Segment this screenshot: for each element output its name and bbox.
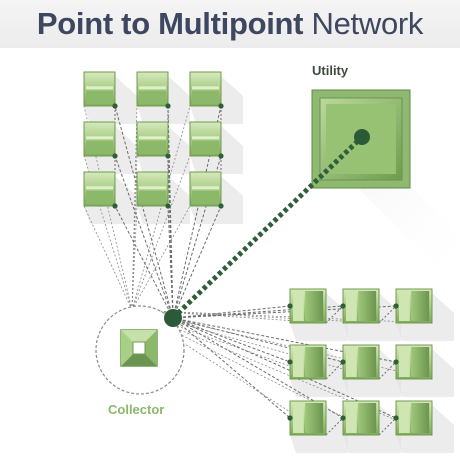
meter-box-icon — [393, 344, 433, 380]
collector-link-line — [114, 205, 174, 319]
collector-label: Collector — [108, 402, 165, 417]
collector-hub — [164, 309, 182, 327]
collector-link-line — [131, 309, 327, 324]
meter-port — [218, 153, 224, 159]
collector-link-line — [114, 105, 174, 319]
collector-link-line — [172, 317, 291, 419]
meter-port — [218, 203, 224, 209]
collector-link-line — [172, 317, 397, 419]
collector-link-line — [131, 155, 138, 311]
title-bold: Point to Multipoint — [36, 6, 304, 41]
collector-link-line — [131, 309, 433, 380]
collector-link-line — [172, 317, 397, 363]
utility-link-line — [171, 135, 364, 320]
collector-link-line — [131, 155, 191, 311]
utility-label: Utility — [312, 63, 349, 78]
meter-box-icon — [136, 171, 171, 209]
meter-port — [165, 203, 171, 209]
meter-port — [112, 103, 118, 109]
meters — [83, 71, 433, 436]
meter-port — [340, 303, 346, 309]
meter-port — [112, 153, 118, 159]
collector-link-line — [172, 205, 222, 319]
meter-port — [393, 415, 399, 421]
collector-link-line — [83, 105, 133, 311]
meter-chain-line — [325, 417, 344, 436]
meter-box-icon — [189, 171, 224, 209]
meter-box-icon — [83, 121, 118, 159]
collector-pyramid-icon — [120, 329, 158, 367]
collector-link-line — [172, 317, 291, 363]
meter-box-icon — [287, 400, 327, 436]
meter-box-icon — [393, 400, 433, 436]
collector-link-line — [172, 317, 344, 419]
collector-link-line — [83, 155, 133, 311]
title-bar — [0, 0, 460, 48]
meter-port — [393, 303, 399, 309]
meter-box-icon — [340, 400, 380, 436]
meter-chain-line — [378, 361, 397, 380]
collector-link-line — [83, 205, 133, 311]
meter-box-icon — [287, 288, 327, 324]
meter-port — [287, 415, 293, 421]
meter-chain-line — [325, 361, 344, 380]
meter-box-icon — [136, 121, 171, 159]
meter-box-icon — [340, 344, 380, 380]
utility-node — [311, 89, 460, 290]
utility-link-endpoint — [354, 129, 370, 145]
title-light: Network — [311, 6, 424, 41]
meter-box-icon — [83, 71, 118, 109]
meter-box-icon — [136, 71, 171, 109]
meter-box-icon — [83, 171, 118, 209]
collector-link-line — [131, 205, 138, 311]
meter-box-icon — [287, 344, 327, 380]
page-title: Point to Multipoint Network — [0, 6, 460, 42]
meter-chain-line — [378, 305, 397, 324]
collector-link-line — [131, 105, 191, 311]
collector-link-line — [114, 155, 174, 319]
meter-box-icon — [340, 288, 380, 324]
meter-box-icon — [189, 121, 224, 159]
collector-link-line — [131, 309, 380, 380]
meter-port — [287, 359, 293, 365]
collector-node — [95, 305, 185, 395]
meter-chain-line — [378, 417, 397, 436]
meter-port — [165, 153, 171, 159]
meter-port — [112, 203, 118, 209]
meter-port — [218, 103, 224, 109]
meter-port — [340, 359, 346, 365]
collector-link-line — [167, 205, 174, 319]
meter-port — [287, 303, 293, 309]
meter-box-icon — [393, 288, 433, 324]
meter-port — [340, 415, 346, 421]
meter-port — [393, 359, 399, 365]
meter-port — [165, 103, 171, 109]
meter-box-icon — [189, 71, 224, 109]
